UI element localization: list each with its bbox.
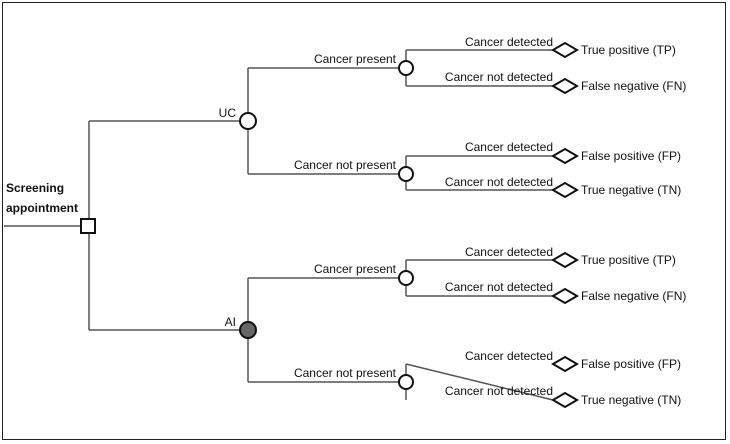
- test-label: Cancer not detected: [444, 175, 553, 189]
- ai-cancer-not-present-node: [398, 374, 414, 390]
- outcome-label: False positive (FP): [581, 357, 682, 371]
- outcome-label: False negative (FN): [581, 289, 687, 303]
- ai-chance-node: [239, 321, 257, 339]
- outcome-label: True negative (TN): [581, 183, 682, 197]
- terminal-node: [551, 287, 579, 305]
- root-label-line2: appointment: [6, 201, 78, 215]
- branch-label: Cancer present: [313, 262, 396, 276]
- branch-label: Cancer not present: [293, 158, 396, 172]
- test-label: Cancer detected: [464, 349, 553, 363]
- outcome-label: True positive (TP): [581, 43, 676, 57]
- test-label: Cancer detected: [464, 140, 553, 154]
- branch-label: Cancer present: [313, 52, 396, 66]
- uc-cancer-not-present-node: [398, 166, 414, 182]
- outcome-label: True negative (TN): [581, 393, 682, 407]
- terminal-node: [551, 147, 579, 165]
- tree-edges: [4, 49, 554, 401]
- terminal-node: [551, 77, 579, 95]
- diagram-frame: [2, 2, 726, 440]
- branch-label: Cancer not present: [293, 366, 396, 380]
- strategy-label-ai: AI: [224, 315, 236, 329]
- terminal-node: [551, 391, 579, 409]
- terminal-node: [551, 181, 579, 199]
- test-label: Cancer detected: [464, 245, 553, 259]
- outcome-label: False negative (FN): [581, 79, 687, 93]
- uc-cancer-present-node: [398, 60, 414, 76]
- root-label-line1: Screening: [6, 181, 65, 195]
- terminal-node: [551, 355, 579, 373]
- test-label: Cancer detected: [464, 35, 553, 49]
- test-label: Cancer not detected: [444, 280, 553, 294]
- outcome-label: False positive (FP): [581, 149, 682, 163]
- test-label: Cancer not detected: [444, 384, 553, 398]
- uc-chance-node: [239, 112, 257, 130]
- ai-cancer-present-node: [398, 270, 414, 286]
- terminal-node: [551, 41, 579, 59]
- strategy-label-uc: UC: [218, 106, 236, 120]
- decision-node: [80, 218, 96, 234]
- terminal-node: [551, 251, 579, 269]
- test-label: Cancer not detected: [444, 70, 553, 84]
- outcome-label: True positive (TP): [581, 253, 676, 267]
